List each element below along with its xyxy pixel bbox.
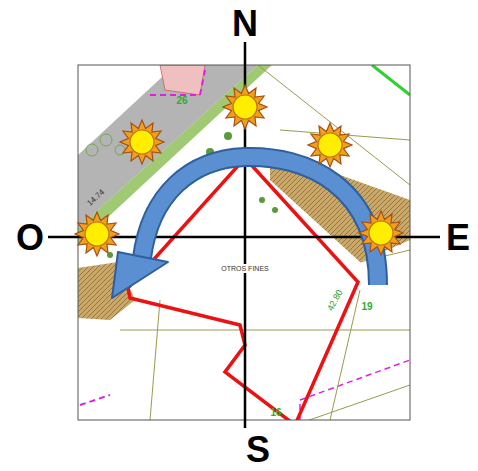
callout-number: 26 [176,96,187,106]
callout-number: 19 [361,302,372,312]
compass-letter: N [232,6,258,42]
compass-letter: E [446,220,470,256]
sun-path-arrow [112,157,378,298]
sun-icon [308,123,352,167]
callout-number: 16 [270,408,281,418]
sun-icon [359,211,403,255]
compass-letter: S [246,432,270,468]
sun-icon [75,212,119,256]
area-label: OTROS FINES [219,264,270,273]
sun-icon [120,120,164,164]
compass-letter: O [16,220,44,256]
sun-icon [223,85,267,129]
